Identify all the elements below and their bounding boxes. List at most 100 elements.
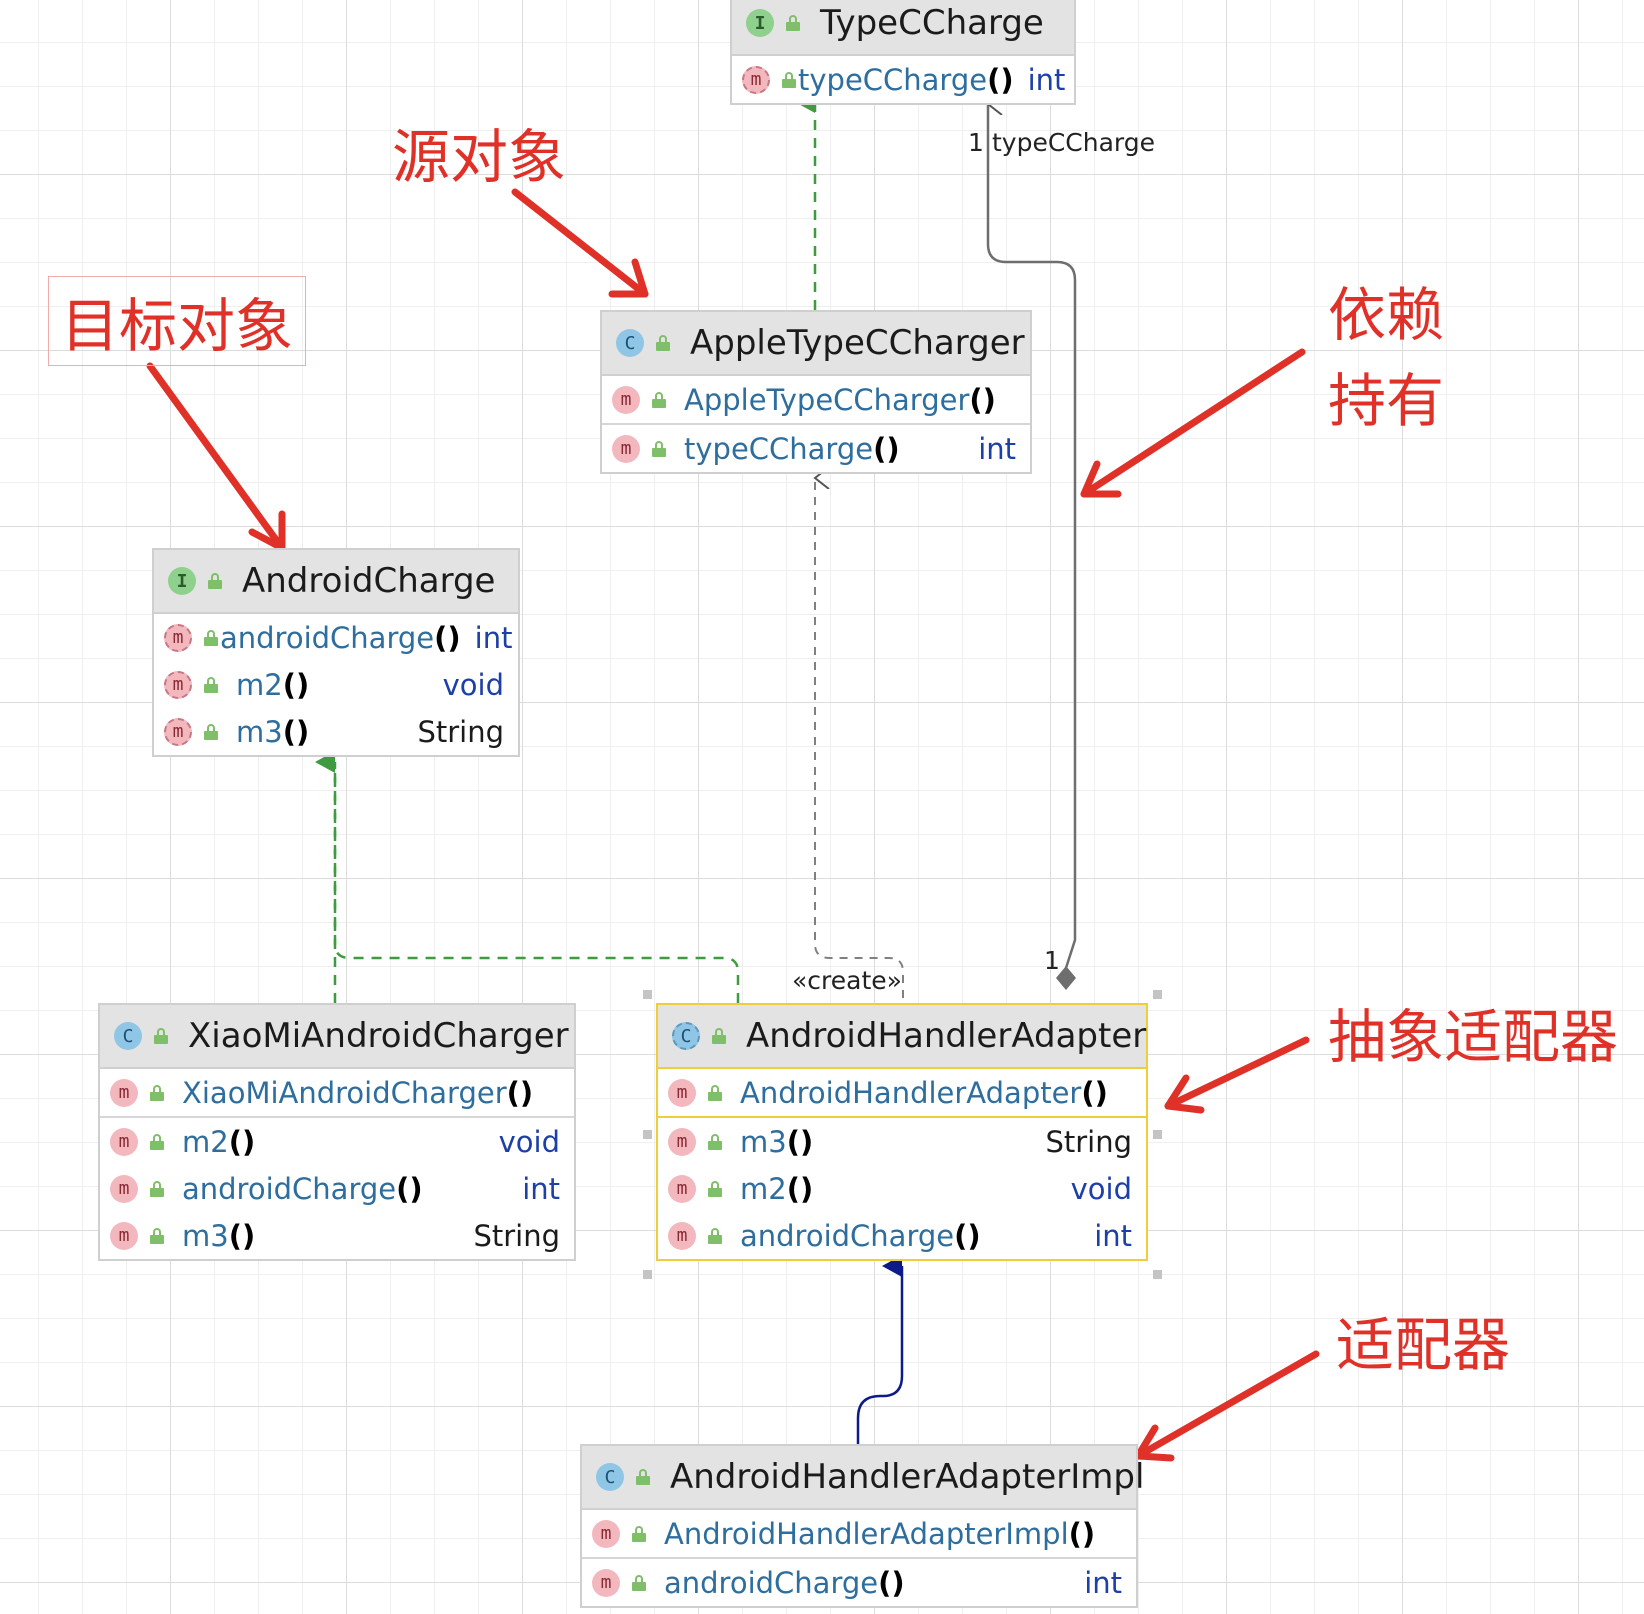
class-name: AndroidHandlerAdapterImpl <box>670 1457 1145 1497</box>
lock-icon <box>150 1133 166 1150</box>
class-box-androidhandleradapter[interactable]: C AndroidHandlerAdapter m AndroidHandler… <box>656 1003 1148 1261</box>
arrow-dependency <box>1080 348 1306 498</box>
constructor-row[interactable]: m AndroidHandlerAdapterImpl () <box>582 1510 1136 1557</box>
method-row[interactable]: m androidCharge () int <box>658 1212 1146 1259</box>
lock-icon <box>782 71 798 88</box>
class-box-appletypeccharger[interactable]: C AppleTypeCCharger m AppleTypeCCharger … <box>600 310 1032 474</box>
class-header[interactable]: C AppleTypeCCharger <box>602 312 1030 376</box>
class-name: XiaoMiAndroidCharger <box>188 1016 569 1056</box>
constructor-row[interactable]: m AndroidHandlerAdapter () <box>658 1069 1146 1116</box>
method-params: () <box>228 1124 256 1159</box>
interface-icon: I <box>746 9 774 37</box>
class-header[interactable]: I TypeCCharge <box>732 0 1074 56</box>
class-icon: C <box>616 329 644 357</box>
method-row[interactable]: m typeCCharge () int <box>732 56 1074 103</box>
method-name: m3 <box>182 1218 229 1253</box>
lock-icon <box>708 1180 724 1197</box>
abstract-method-icon: m <box>742 65 770 94</box>
method-row[interactable]: m m3 () String <box>154 708 518 755</box>
arrow-adapter <box>1134 1350 1320 1460</box>
class-header[interactable]: C AndroidHandlerAdapterImpl <box>582 1446 1144 1510</box>
selection-handle[interactable] <box>643 1270 652 1279</box>
method-row[interactable]: m m2 () void <box>154 661 518 708</box>
method-row[interactable]: m androidCharge () int <box>100 1165 574 1212</box>
return-type: int <box>474 620 513 655</box>
lock-icon <box>632 1525 648 1542</box>
class-name: AppleTypeCCharger <box>690 323 1025 363</box>
method-row[interactable]: m m2 () void <box>100 1118 574 1165</box>
methods-section: m m3 () String m m2 () void m <box>658 1118 1146 1259</box>
method-row[interactable]: m m3 () String <box>100 1212 574 1259</box>
annotation-source-object: 源对象 <box>392 123 567 191</box>
method-name: m2 <box>740 1171 787 1206</box>
methods-section: m androidCharge () int <box>582 1559 1136 1606</box>
method-name: m3 <box>740 1124 787 1159</box>
method-params: () <box>1068 1516 1096 1551</box>
constructor-name: AppleTypeCCharger <box>684 382 970 417</box>
methods-section: m typeCCharge () int <box>732 56 1074 103</box>
method-icon: m <box>110 1127 138 1156</box>
method-row[interactable]: m typeCCharge () int <box>602 425 1030 472</box>
class-box-androidcharge[interactable]: I AndroidCharge m androidCharge () int m… <box>152 548 520 757</box>
realization-line-adapter-to-androidcharge <box>333 770 740 1003</box>
method-name: m3 <box>236 714 283 749</box>
class-header[interactable]: I AndroidCharge <box>154 550 518 614</box>
interface-icon: I <box>168 567 196 595</box>
method-params: () <box>786 1124 814 1159</box>
method-row[interactable]: m m3 () String <box>658 1118 1146 1165</box>
class-box-xiaomiandroidcharger[interactable]: C XiaoMiAndroidCharger m XiaoMiAndroidCh… <box>98 1003 576 1261</box>
method-icon: m <box>110 1078 138 1107</box>
lock-icon <box>652 391 668 408</box>
method-icon: m <box>592 1519 620 1548</box>
arrow-source-object <box>511 188 649 298</box>
class-header[interactable]: C AndroidHandlerAdapter <box>658 1005 1146 1069</box>
method-params: () <box>396 1171 423 1206</box>
selection-handle[interactable] <box>643 990 652 999</box>
method-row[interactable]: m androidCharge () int <box>582 1559 1136 1606</box>
selection-handle[interactable] <box>1153 1130 1162 1139</box>
class-box-typecharge[interactable]: I TypeCCharge m typeCCharge () int <box>730 0 1076 105</box>
selection-handle[interactable] <box>643 1130 652 1139</box>
method-params: () <box>786 1171 814 1206</box>
aggregation-line-adapter-to-typecharge <box>988 104 1077 969</box>
lock-icon <box>208 573 224 589</box>
arrow-dependency-head <box>1080 460 1122 498</box>
method-params: () <box>1081 1075 1108 1110</box>
lock-icon <box>204 723 220 740</box>
method-params: () <box>282 667 310 702</box>
selection-handle[interactable] <box>1153 1270 1162 1279</box>
method-row[interactable]: m androidCharge () int <box>154 614 518 661</box>
selection-handle[interactable] <box>1153 990 1162 999</box>
class-header[interactable]: C XiaoMiAndroidCharger <box>100 1005 574 1069</box>
constructor-row[interactable]: m AppleTypeCCharger () <box>602 376 1030 423</box>
method-row[interactable]: m m2 () void <box>658 1165 1146 1212</box>
method-icon: m <box>592 1568 620 1597</box>
dependency-line-adapter-to-apple <box>815 478 904 998</box>
methods-section: m androidCharge () int m m2 () void m <box>154 614 518 755</box>
arrow-source-object-head <box>608 258 649 298</box>
method-name: typeCCharge <box>684 431 874 466</box>
method-icon: m <box>110 1221 138 1250</box>
return-type: void <box>1070 1171 1132 1206</box>
class-box-androidhandleradapterimpl[interactable]: C AndroidHandlerAdapterImpl m AndroidHan… <box>580 1444 1144 1608</box>
constructor-name: AndroidHandlerAdapterImpl <box>664 1516 1069 1551</box>
methods-section: m typeCCharge () int <box>602 425 1030 472</box>
lock-icon <box>652 440 668 457</box>
annotation-dependency: 依赖 <box>1328 281 1445 349</box>
method-params: () <box>434 620 461 655</box>
abstract-method-icon: m <box>164 717 192 746</box>
method-icon: m <box>612 385 640 414</box>
lock-icon <box>154 1028 170 1044</box>
constructors-section: m AndroidHandlerAdapter () <box>658 1069 1146 1118</box>
annotation-holding: 持有 <box>1328 367 1445 435</box>
lock-icon <box>150 1180 166 1197</box>
lock-icon <box>632 1574 648 1591</box>
method-icon: m <box>668 1174 696 1203</box>
constructor-row[interactable]: m XiaoMiAndroidCharger () <box>100 1069 574 1116</box>
abstract-method-icon: m <box>164 670 192 699</box>
abstract-class-icon: C <box>672 1022 700 1050</box>
class-name: AndroidHandlerAdapter <box>746 1016 1147 1056</box>
return-type: int <box>978 431 1016 466</box>
lock-icon <box>786 15 802 31</box>
